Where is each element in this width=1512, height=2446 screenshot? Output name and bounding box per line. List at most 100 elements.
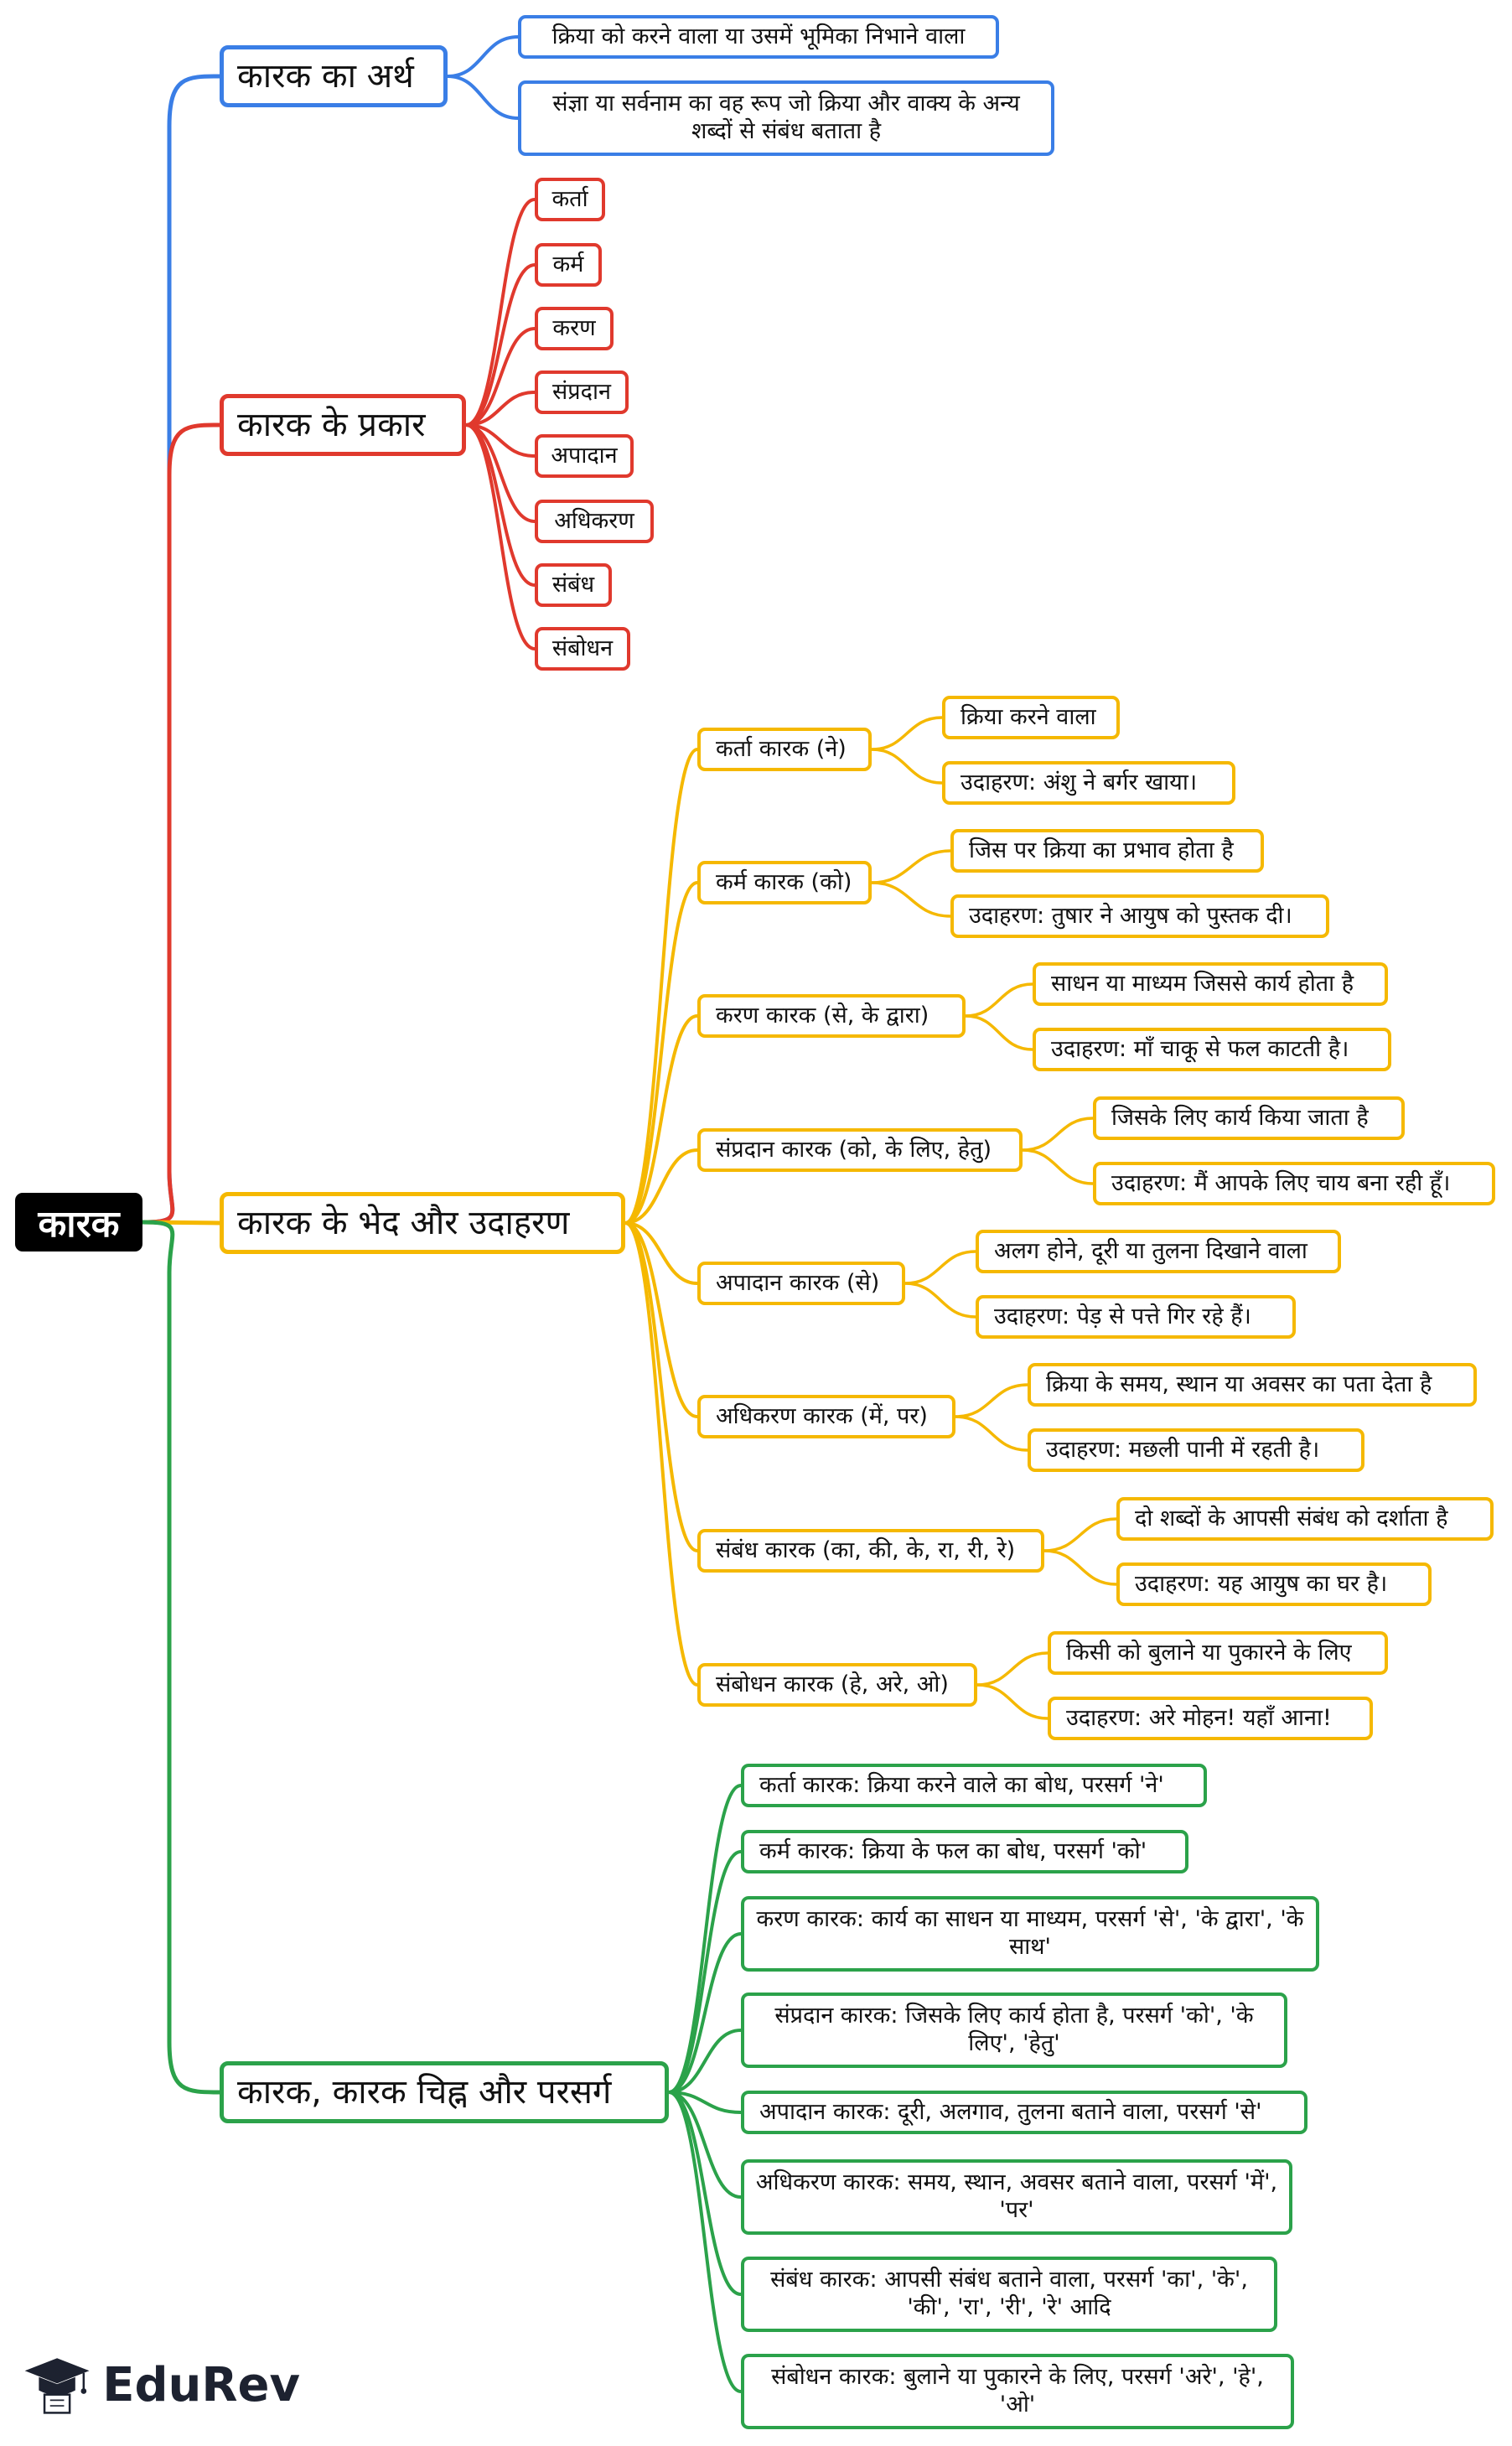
types-item-7: संबोधन — [535, 627, 630, 671]
kinds-examples-item-2-detail-1-label: उदाहरण: माँ चाकू से फल काटती है। — [1051, 1035, 1349, 1062]
kinds-examples-item-0-detail-0-label: क्रिया करने वाला — [961, 703, 1096, 730]
link-signs-postpositions-7 — [667, 2091, 743, 2393]
signs-postpositions-item-3-label: संप्रदान कारक: जिसके लिए कार्य होता है, … — [774, 2003, 1254, 2056]
kinds-examples-item-3-label: संप्रदान कारक (को, के लिए, हेतु) — [716, 1136, 992, 1163]
meaning-item-0: क्रिया को करने वाला या उसमें भूमिका निभा… — [518, 15, 999, 59]
kinds-examples-item-0-detail-1-label: उदाहरण: अंशु ने बर्गर खाया। — [961, 769, 1198, 795]
types-item-6-label: संबंध — [551, 571, 595, 598]
kinds-examples-item-5-detail-0-label: क्रिया के समय, स्थान या अवसर का पता देता… — [1046, 1371, 1432, 1397]
signs-postpositions-item-4: अपादान कारक: दूरी, अलगाव, तुलना बताने वा… — [741, 2091, 1307, 2134]
branch-meaning: कारक का अर्थ — [220, 45, 448, 107]
link-signs-postpositions-3 — [667, 2029, 743, 2094]
link-types-0 — [464, 198, 536, 427]
link-kinds-examples-2 — [624, 1014, 699, 1225]
link-kinds-examples-0-0 — [870, 716, 944, 751]
link-meaning-1 — [446, 75, 520, 120]
kinds-examples-item-6-detail-1-label: उदाहरण: यह आयुष का घर है। — [1135, 1570, 1388, 1597]
link-types-6 — [464, 423, 536, 587]
brand-logo: EduRev — [23, 2347, 300, 2423]
kinds-examples-item-5-detail-1: उदाहरण: मछली पानी में रहती है। — [1028, 1428, 1364, 1472]
types-item-1: कर्म — [535, 243, 602, 287]
signs-postpositions-item-7-label: संबोधन कारक: बुलाने या पुकारने के लिए, प… — [771, 2364, 1264, 2417]
kinds-examples-item-2-detail-1: उदाहरण: माँ चाकू से फल काटती है। — [1033, 1028, 1391, 1071]
types-item-2: करण — [535, 307, 614, 350]
types-item-7-label: संबोधन — [551, 635, 614, 661]
kinds-examples-item-0-detail-1: उदाहरण: अंशु ने बर्गर खाया। — [942, 761, 1235, 805]
kinds-examples-item-5-detail-1-label: उदाहरण: मछली पानी में रहती है। — [1046, 1436, 1320, 1463]
kinds-examples-item-6-detail-1: उदाहरण: यह आयुष का घर है। — [1116, 1562, 1432, 1606]
kinds-examples-item-3-detail-1-label: उदाहरण: मैं आपके लिए चाय बना रही हूँ। — [1111, 1169, 1451, 1196]
kinds-examples-item-7-detail-1-label: उदाहरण: अरे मोहन! यहाँ आना! — [1066, 1704, 1332, 1731]
link-signs-postpositions-6 — [667, 2091, 743, 2296]
kinds-examples-item-5-detail-0: क्रिया के समय, स्थान या अवसर का पता देता… — [1028, 1363, 1477, 1407]
signs-postpositions-item-3: संप्रदान कारक: जिसके लिए कार्य होता है, … — [741, 1993, 1287, 2068]
link-kinds-examples-1-0 — [870, 849, 952, 884]
signs-postpositions-item-4-label: अपादान कारक: दूरी, अलगाव, तुलना बताने वा… — [759, 2098, 1262, 2125]
branch-meaning-label: कारक का अर्थ — [237, 56, 414, 96]
branch-kinds-examples-label: कारक के भेद और उदाहरण — [237, 1203, 570, 1242]
kinds-examples-item-1-detail-1: उदाहरण: तुषार ने आयुष को पुस्तक दी। — [950, 894, 1329, 938]
link-kinds-examples-0 — [624, 748, 699, 1225]
types-item-6: संबंध — [535, 563, 612, 607]
kinds-examples-item-7-detail-0: किसी को बुलाने या पुकारने के लिए — [1048, 1631, 1388, 1675]
kinds-examples-item-7: संबोधन कारक (हे, अरे, ओ) — [697, 1663, 977, 1707]
kinds-examples-item-4-detail-0-label: अलग होने, दूरी या तुलना दिखाने वाला — [994, 1237, 1307, 1264]
kinds-examples-item-4-detail-0: अलग होने, दूरी या तुलना दिखाने वाला — [976, 1230, 1341, 1273]
graduation-cap-icon — [24, 2358, 90, 2414]
link-kinds-examples-7-1 — [976, 1683, 1049, 1720]
meaning-item-0-label: क्रिया को करने वाला या उसमें भूमिका निभा… — [551, 23, 966, 49]
kinds-examples-item-3-detail-1: उदाहरण: मैं आपके लिए चाय बना रही हूँ। — [1093, 1162, 1495, 1205]
kinds-examples-item-6-label: संबंध कारक (का, की, के, रा, री, रे) — [716, 1537, 1016, 1563]
kinds-examples-item-4-label: अपादान कारक (से) — [716, 1269, 880, 1296]
link-kinds-examples-5-0 — [954, 1383, 1029, 1418]
kinds-examples-item-0-detail-0: क्रिया करने वाला — [942, 696, 1120, 739]
link-kinds-examples-6-0 — [1043, 1517, 1118, 1552]
kinds-examples-item-4: अपादान कारक (से) — [697, 1262, 905, 1305]
signs-postpositions-item-1-label: कर्म कारक: क्रिया के फल का बोध, परसर्ग '… — [759, 1837, 1147, 1864]
kinds-examples-item-6-detail-0: दो शब्दों के आपसी संबंध को दर्शाता है — [1116, 1497, 1494, 1541]
meaning-item-1: संज्ञा या सर्वनाम का वह रूप जो क्रिया और… — [518, 80, 1054, 156]
link-signs-postpositions-2 — [667, 1932, 743, 2094]
kinds-examples-item-6: संबंध कारक (का, की, के, रा, री, रे) — [697, 1529, 1044, 1573]
link-kinds-examples-6-1 — [1043, 1549, 1118, 1586]
types-item-0-label: कर्ता — [551, 185, 588, 212]
signs-postpositions-item-5-label: अधिकरण कारक: समय, स्थान, अवसर बताने वाला… — [755, 2169, 1278, 2223]
signs-postpositions-item-0: कर्ता कारक: क्रिया करने वाले का बोध, परस… — [741, 1764, 1207, 1807]
signs-postpositions-item-2-label: करण कारक: कार्य का साधन या माध्यम, परसर्… — [756, 1906, 1304, 1960]
kinds-examples-item-5: अधिकरण कारक (में, पर) — [697, 1395, 955, 1438]
link-kinds-examples-3 — [624, 1148, 699, 1225]
meaning-item-1-label: संज्ञा या सर्वनाम का वह रूप जो क्रिया और… — [552, 91, 1020, 144]
kinds-examples-item-6-detail-0-label: दो शब्दों के आपसी संबंध को दर्शाता है — [1135, 1505, 1448, 1531]
link-kinds-examples-0-1 — [870, 748, 944, 785]
link-root-signs-postpositions — [140, 1220, 222, 2095]
kinds-examples-item-0: कर्ता कारक (ने) — [697, 728, 872, 771]
link-signs-postpositions-5 — [667, 2091, 743, 2199]
link-kinds-examples-7 — [624, 1221, 699, 1687]
kinds-examples-item-1-detail-0: जिस पर क्रिया का प्रभाव होता है — [950, 829, 1264, 873]
kinds-examples-item-2-detail-0-label: साधन या माध्यम जिससे कार्य होता है — [1051, 970, 1354, 997]
link-kinds-examples-4-0 — [904, 1250, 977, 1285]
branch-types-label: कारक के प्रकार — [237, 405, 426, 444]
link-kinds-examples-4-1 — [904, 1282, 977, 1319]
root-node: कारक — [15, 1193, 142, 1252]
kinds-examples-item-1-label: कर्म कारक (को) — [716, 868, 852, 895]
link-kinds-examples-4 — [624, 1221, 699, 1285]
types-item-0: कर्ता — [535, 178, 605, 221]
types-item-1-label: कर्म — [552, 251, 584, 277]
link-types-1 — [464, 263, 536, 427]
branch-kinds-examples: कारक के भेद और उदाहरण — [220, 1192, 625, 1254]
link-kinds-examples-3-0 — [1021, 1117, 1095, 1152]
link-kinds-examples-2-0 — [964, 982, 1034, 1018]
kinds-examples-item-3-detail-0: जिसके लिए कार्य किया जाता है — [1093, 1096, 1405, 1140]
link-types-2 — [464, 327, 536, 427]
link-types-3 — [464, 391, 536, 427]
link-root-meaning — [140, 74, 222, 1225]
types-item-4: अपादान — [535, 434, 634, 478]
kinds-examples-item-2-label: करण कारक (से, के द्वारा) — [716, 1002, 929, 1029]
link-kinds-examples-6 — [624, 1221, 699, 1552]
kinds-examples-item-1: कर्म कारक (को) — [697, 861, 872, 904]
kinds-examples-item-2: करण कारक (से, के द्वारा) — [697, 994, 966, 1038]
signs-postpositions-item-0-label: कर्ता कारक: क्रिया करने वाले का बोध, परस… — [759, 1771, 1164, 1798]
link-kinds-examples-5 — [624, 1221, 699, 1418]
signs-postpositions-item-2: करण कारक: कार्य का साधन या माध्यम, परसर्… — [741, 1896, 1319, 1972]
